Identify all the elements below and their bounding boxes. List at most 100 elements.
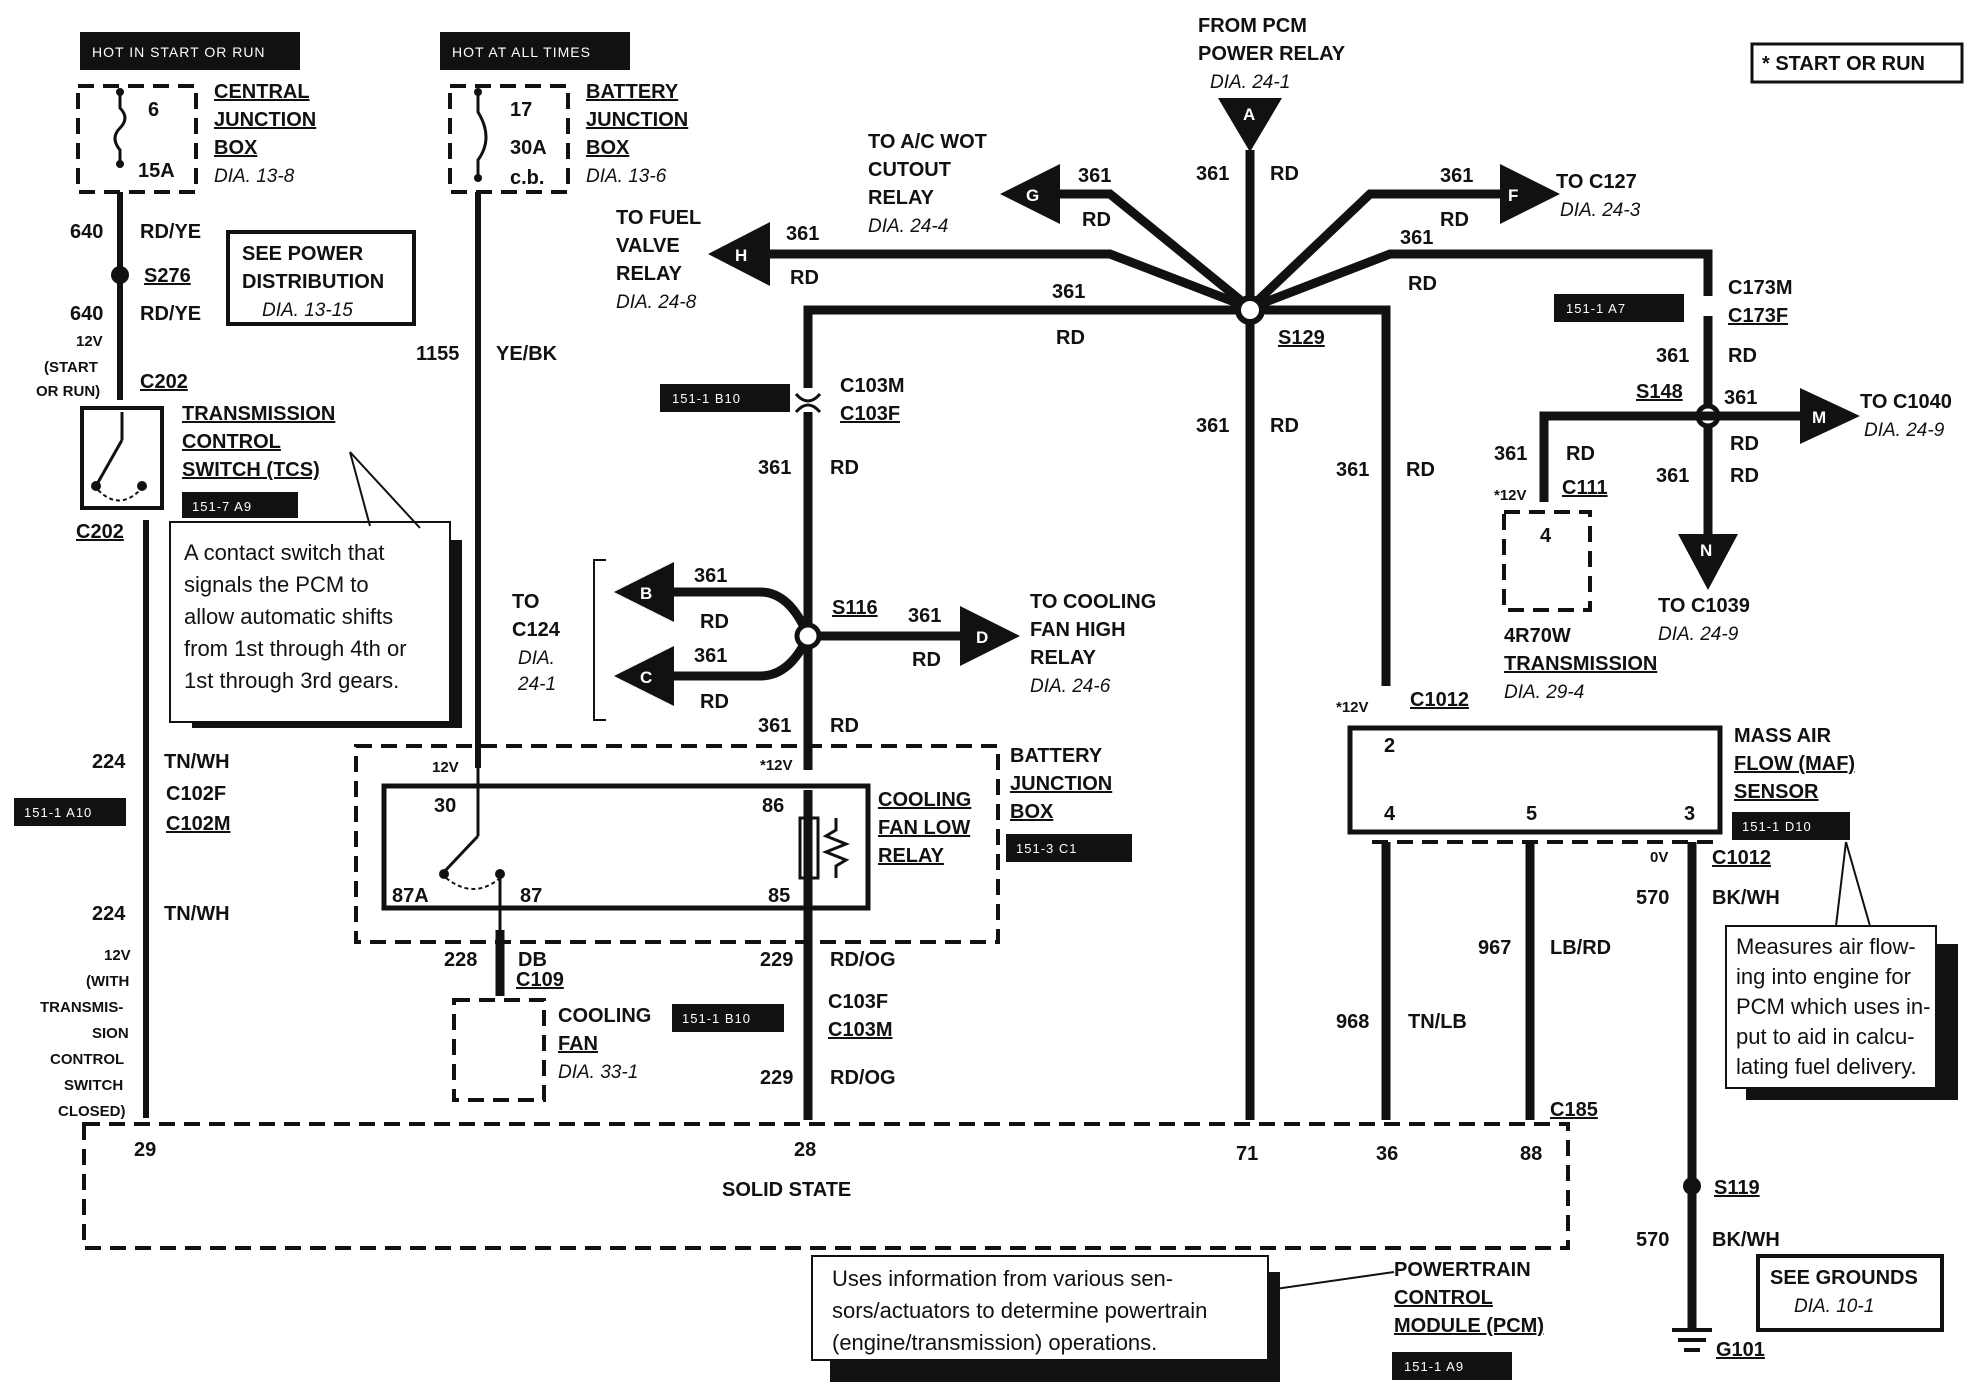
svg-text:FAN HIGH: FAN HIGH — [1030, 619, 1126, 641]
svg-text:151-1 B10: 151-1 B10 — [672, 391, 741, 406]
left-wire-224: 224 TN/WH 151-1 A10 C102F C102M 224 TN/W… — [14, 520, 230, 1120]
svg-text:S119: S119 — [1714, 1177, 1760, 1199]
svg-text:RD/YE: RD/YE — [140, 303, 201, 325]
svg-text:YE/BK: YE/BK — [496, 343, 558, 365]
svg-text:RD: RD — [1408, 273, 1437, 295]
svg-text:COOLING: COOLING — [878, 789, 971, 811]
svg-text:RD: RD — [1566, 443, 1595, 465]
svg-text:570: 570 — [1636, 887, 1669, 909]
c173-s148: 151-1 A7 C173M C173F 361 RD S148 M 361 R… — [1494, 277, 1952, 645]
svg-text:C202: C202 — [76, 521, 124, 543]
svg-text:361: 361 — [1196, 415, 1229, 437]
svg-text:C103M: C103M — [828, 1019, 892, 1041]
cooling-fan: 228 DB C109 COOLING FAN DIA. 33-1 151-1 … — [444, 930, 784, 1102]
svg-text:RD/OG: RD/OG — [830, 1067, 896, 1089]
svg-text:229: 229 — [760, 949, 793, 971]
svg-text:DIA. 29-4: DIA. 29-4 — [1504, 682, 1584, 703]
header-hot-all-times: HOT AT ALL TIMES — [440, 32, 630, 70]
svg-text:RD: RD — [912, 649, 941, 671]
svg-text:POWERTRAIN: POWERTRAIN — [1394, 1259, 1531, 1281]
svg-text:SEE POWER: SEE POWER — [242, 243, 364, 265]
svg-text:LB/RD: LB/RD — [1550, 937, 1611, 959]
svg-text:C1012: C1012 — [1712, 847, 1771, 869]
svg-text:RD: RD — [1730, 465, 1759, 487]
svg-text:DIA. 24-6: DIA. 24-6 — [1030, 676, 1111, 697]
svg-text:361: 361 — [1400, 227, 1433, 249]
header-hot-start-run: HOT IN START OR RUN — [80, 32, 300, 70]
svg-text:BATTERY: BATTERY — [586, 81, 679, 103]
svg-text:RD: RD — [830, 715, 859, 737]
svg-text:N: N — [1700, 541, 1712, 560]
battery-junction-box-top: 17 30A c.b. BATTERY JUNCTION BOX DIA. 13… — [448, 81, 688, 194]
svg-text:A: A — [1243, 105, 1255, 124]
svg-text:RD/YE: RD/YE — [140, 221, 201, 243]
svg-text:C103F: C103F — [840, 403, 900, 425]
svg-text:RELAY: RELAY — [616, 263, 683, 285]
svg-text:361: 361 — [758, 715, 791, 737]
svg-text:RD: RD — [1056, 327, 1085, 349]
svg-text:put to aid in calcu-: put to aid in calcu- — [1736, 1024, 1915, 1049]
svg-text:DISTRIBUTION: DISTRIBUTION — [242, 271, 384, 293]
svg-text:allow automatic shifts: allow automatic shifts — [184, 604, 393, 629]
svg-text:BOX: BOX — [1010, 801, 1054, 823]
svg-text:SWITCH: SWITCH — [64, 1077, 123, 1094]
svg-text:C1012: C1012 — [1410, 689, 1469, 711]
svg-text:TN/WH: TN/WH — [164, 903, 230, 925]
svg-text:ing into engine for: ing into engine for — [1736, 964, 1911, 989]
svg-text:RD: RD — [790, 267, 819, 289]
svg-text:RD: RD — [830, 457, 859, 479]
svg-text:C103F: C103F — [828, 991, 888, 1013]
svg-text:RD/OG: RD/OG — [830, 949, 896, 971]
svg-text:640: 640 — [70, 303, 103, 325]
svg-text:DIA. 24-9: DIA. 24-9 — [1864, 420, 1945, 441]
transmission-4r70w: *12V C111 4 4R70W TRANSMISSION DIA. 29-4 — [1494, 477, 1657, 703]
svg-text:30A: 30A — [510, 137, 547, 159]
svg-text:from 1st through 4th or: from 1st through 4th or — [184, 636, 407, 661]
svg-text:151-1 A10: 151-1 A10 — [24, 805, 92, 820]
svg-text:BOX: BOX — [214, 137, 258, 159]
svg-text:D: D — [976, 628, 988, 647]
svg-text:M: M — [1812, 408, 1826, 427]
svg-text:SENSOR: SENSOR — [1734, 781, 1819, 803]
svg-text:87A: 87A — [392, 885, 429, 907]
svg-text:2: 2 — [1384, 735, 1395, 757]
svg-text:RD: RD — [1406, 459, 1435, 481]
svg-text:S129: S129 — [1278, 327, 1325, 349]
svg-text:lating fuel delivery.: lating fuel delivery. — [1736, 1054, 1917, 1079]
svg-text:RD: RD — [1082, 209, 1111, 231]
svg-text:* START OR RUN: * START OR RUN — [1762, 53, 1925, 75]
svg-text:17: 17 — [510, 99, 532, 121]
svg-text:361: 361 — [1724, 387, 1757, 409]
svg-text:361: 361 — [694, 645, 727, 667]
cooling-fan-low-relay: 12V *12V 30 86 87A 87 85 COOLING FAN LOW… — [354, 744, 1132, 944]
svg-text:VALVE: VALVE — [616, 235, 680, 257]
svg-text:TO C127: TO C127 — [1556, 171, 1637, 193]
maf-sensor: *12V C1012 2 4 5 3 MASS AIR FLOW (MAF) S… — [1336, 689, 1855, 844]
svg-text:86: 86 — [762, 795, 784, 817]
svg-text:RD: RD — [1440, 209, 1469, 231]
svg-text:361: 361 — [1494, 443, 1527, 465]
svg-text:*12V: *12V — [760, 757, 793, 774]
svg-text:FROM PCM: FROM PCM — [1198, 15, 1307, 37]
svg-text:361: 361 — [1196, 163, 1229, 185]
svg-text:FAN: FAN — [558, 1033, 598, 1055]
svg-text:HOT AT ALL TIMES: HOT AT ALL TIMES — [452, 44, 591, 60]
splice-s116: B C D S116 361 RD 361 RD 361 RD TO COOLI… — [512, 559, 1156, 737]
svg-text:361: 361 — [908, 605, 941, 627]
maf-note: Measures air flow- ing into engine for P… — [1725, 841, 1958, 1100]
svg-text:MASS AIR: MASS AIR — [1734, 725, 1832, 747]
svg-text:c.b.: c.b. — [510, 167, 544, 189]
svg-text:CONTROL: CONTROL — [1394, 1287, 1493, 1309]
svg-text:361: 361 — [1440, 165, 1473, 187]
svg-text:24-1: 24-1 — [517, 674, 556, 695]
branch-f: F 361 RD TO C127 DIA. 24-3 — [1246, 164, 1641, 312]
svg-text:BATTERY: BATTERY — [1010, 745, 1103, 767]
svg-text:TO C1039: TO C1039 — [1658, 595, 1750, 617]
svg-text:DIA. 10-1: DIA. 10-1 — [1794, 1296, 1874, 1317]
svg-text:88: 88 — [1520, 1143, 1542, 1165]
svg-text:640: 640 — [70, 221, 103, 243]
svg-text:36: 36 — [1376, 1143, 1398, 1165]
svg-text:967: 967 — [1478, 937, 1511, 959]
svg-text:151-1 A9: 151-1 A9 — [1404, 1359, 1464, 1374]
